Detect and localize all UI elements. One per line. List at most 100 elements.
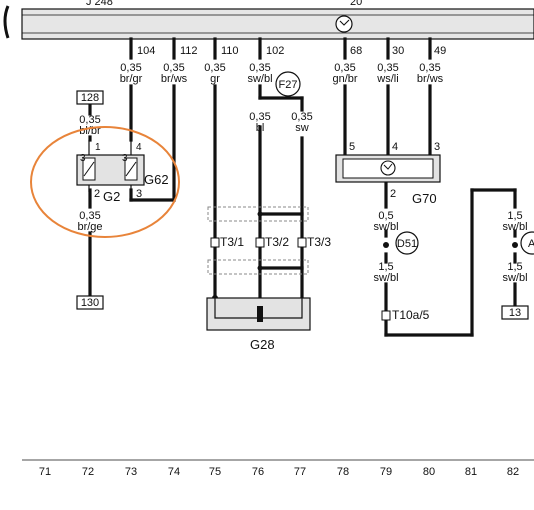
pin-label: 4: [136, 142, 142, 153]
grid-number: 73: [125, 466, 137, 478]
wire-color-label: br/ws: [417, 73, 444, 85]
bus-label-right: 20: [350, 0, 362, 8]
splice-dot: [383, 242, 389, 248]
connector-68: 68: [350, 45, 362, 57]
f27-switch: F27: [275, 71, 301, 97]
pin-label: 1: [95, 142, 101, 153]
pin-label: 3: [136, 188, 142, 200]
wire-color-label: gn/br: [332, 73, 357, 85]
clock-symbol-icon: [335, 15, 353, 33]
wire-color-label: gr: [210, 73, 220, 85]
t3-1-label: T3/1: [220, 235, 244, 249]
g2-label: G2: [103, 189, 120, 204]
wire-color-label: sw/bl: [502, 221, 527, 233]
g62-label: G62: [144, 172, 169, 187]
wire-size-label: 0,35: [334, 62, 355, 74]
connector-30: 30: [392, 45, 404, 57]
t10a-connector: [381, 310, 391, 321]
highlight-ellipse: [30, 126, 180, 238]
control-unit-j248-bus: J 248 20: [21, 0, 534, 40]
t10a-5-label: T10a/5: [392, 308, 430, 322]
g70-meter: [335, 154, 441, 183]
wire-color-label: ws/li: [376, 73, 398, 85]
pin-label: 4: [392, 141, 398, 153]
grid-number: 74: [168, 466, 180, 478]
grid-number: 78: [337, 466, 349, 478]
g28-sensor: [206, 297, 311, 331]
terminal-130-label: 130: [81, 297, 99, 309]
wire-size-label: 0,35: [204, 62, 225, 74]
grid-number: 82: [507, 466, 519, 478]
t3-3-label: T3/3: [307, 235, 331, 249]
splice-dot: [512, 242, 518, 248]
connector-102: 102: [266, 45, 284, 57]
wire-size-label: 0,35: [377, 62, 398, 74]
wire-color-label: sw/bl: [373, 272, 398, 284]
grid-number: 76: [252, 466, 264, 478]
wire-color-label: br/ge: [77, 221, 102, 233]
grid-number: 77: [294, 466, 306, 478]
connector-housing-dashed: [207, 206, 309, 222]
page-edge-mark: [3, 5, 10, 39]
grid-number-row: 71 72 73 74 75 76 77 78 79 80 81 82: [39, 466, 519, 478]
terminal-box-128: [76, 90, 104, 105]
g70-label: G70: [412, 191, 437, 206]
wire-color-label: bl: [256, 122, 265, 134]
pin-label: 3: [122, 153, 128, 164]
junction-dots: [212, 211, 263, 301]
wire-color-label: sw/bl: [373, 221, 398, 233]
wire-size-label: 0,35: [249, 111, 270, 123]
d51-circle: [395, 231, 419, 255]
d51-label: D51: [397, 238, 417, 250]
t3-connectors: [210, 237, 307, 248]
connector-104: 104: [137, 45, 155, 57]
pin-label: 3: [80, 153, 86, 164]
grid-number: 71: [39, 466, 51, 478]
terminal-box-13: [501, 305, 529, 320]
terminal-box-130: [76, 295, 104, 310]
wire-color-label: sw: [295, 122, 309, 134]
wire-color-label: sw/bl: [502, 272, 527, 284]
wire-size-label: 0,35: [163, 62, 184, 74]
wire-size-label: 0,35: [419, 62, 440, 74]
grid-number: 75: [209, 466, 221, 478]
g2-g62-sensor: [76, 140, 145, 192]
pin-label: 5: [349, 141, 355, 153]
wires: [88, 37, 517, 337]
connector-110: 110: [221, 45, 239, 57]
connector-housing-dashed: [207, 259, 309, 275]
wire-color-label: br/ws: [161, 73, 188, 85]
a-circle: [520, 231, 534, 255]
wire-size-label: 0,35: [79, 210, 100, 222]
terminal-13-label: 13: [509, 307, 521, 319]
grid-number: 80: [423, 466, 435, 478]
upper-wire-labels: 0,35 br/gr 0,35 br/ws 0,35 gr 0,35 sw/bl…: [120, 62, 444, 85]
pin-label: 2: [94, 188, 100, 200]
bus-label-left: J 248: [86, 0, 113, 8]
pin-label: 3: [434, 141, 440, 153]
wire-size-label: 1,5: [507, 210, 522, 222]
f27-label: F27: [279, 79, 298, 91]
t3-2-label: T3/2: [265, 235, 289, 249]
grid-number: 81: [465, 466, 477, 478]
grid-number: 72: [82, 466, 94, 478]
wire-size-label: 0,35: [120, 62, 141, 74]
clock-symbol-icon: [380, 160, 396, 176]
pin-label: 2: [390, 188, 396, 200]
wire-size-label: 0,35: [249, 62, 270, 74]
wire-color-label: br/gr: [120, 73, 143, 85]
wire-color-label: sw/bl: [247, 73, 272, 85]
wire-size-label: 0,35: [291, 111, 312, 123]
terminal-128-label: 128: [81, 92, 99, 104]
connector-49: 49: [434, 45, 446, 57]
wire-size-label: 0,35: [79, 114, 100, 126]
wire-size-label: 1,5: [378, 261, 393, 273]
wire-size-label: 1,5: [507, 261, 522, 273]
g28-label: G28: [250, 337, 275, 352]
a-label: A: [528, 238, 534, 250]
connector-112: 112: [180, 45, 198, 57]
grid-number: 79: [380, 466, 392, 478]
wire-size-label: 0,5: [378, 210, 393, 222]
bus-connectors: 104 112 110 102 68 30 49: [137, 45, 446, 57]
